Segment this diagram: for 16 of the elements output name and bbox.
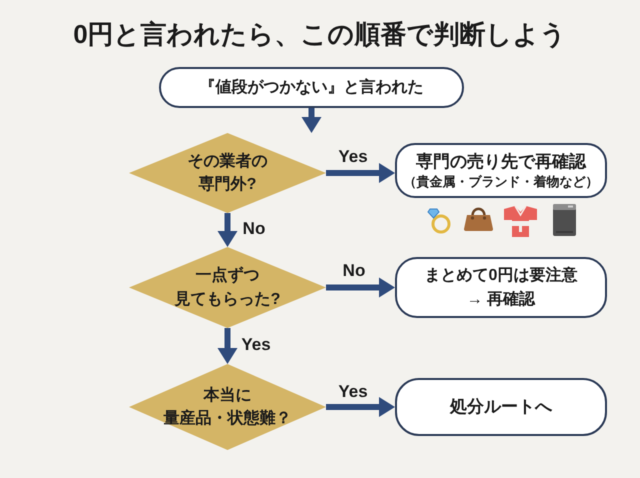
- title: 0円と言われたら、この順番で判断しよう: [73, 18, 567, 51]
- process-box: 処分ルートへ: [395, 378, 607, 436]
- arrow: [302, 108, 322, 133]
- box-heading: 専門の売り先で再確認: [416, 150, 586, 173]
- arrow: [218, 213, 238, 247]
- arrow: [326, 278, 395, 298]
- decision-diamond: 一点ずつ見てもらった?: [129, 247, 326, 328]
- box-note: （貴金属・ブランド・着物など）: [404, 174, 598, 192]
- start-box: 『値段がつかない』と言われた: [159, 67, 464, 108]
- arrow: [218, 328, 238, 364]
- process-box: [395, 143, 607, 198]
- arrow: [326, 163, 395, 183]
- arrow: [326, 397, 395, 417]
- decision-diamond: 本当に量産品・状態難？: [129, 364, 326, 450]
- process-box: まとめて0円は要注意→ 再確認: [395, 257, 607, 318]
- decision-diamond: その業者の専門外?: [129, 133, 326, 213]
